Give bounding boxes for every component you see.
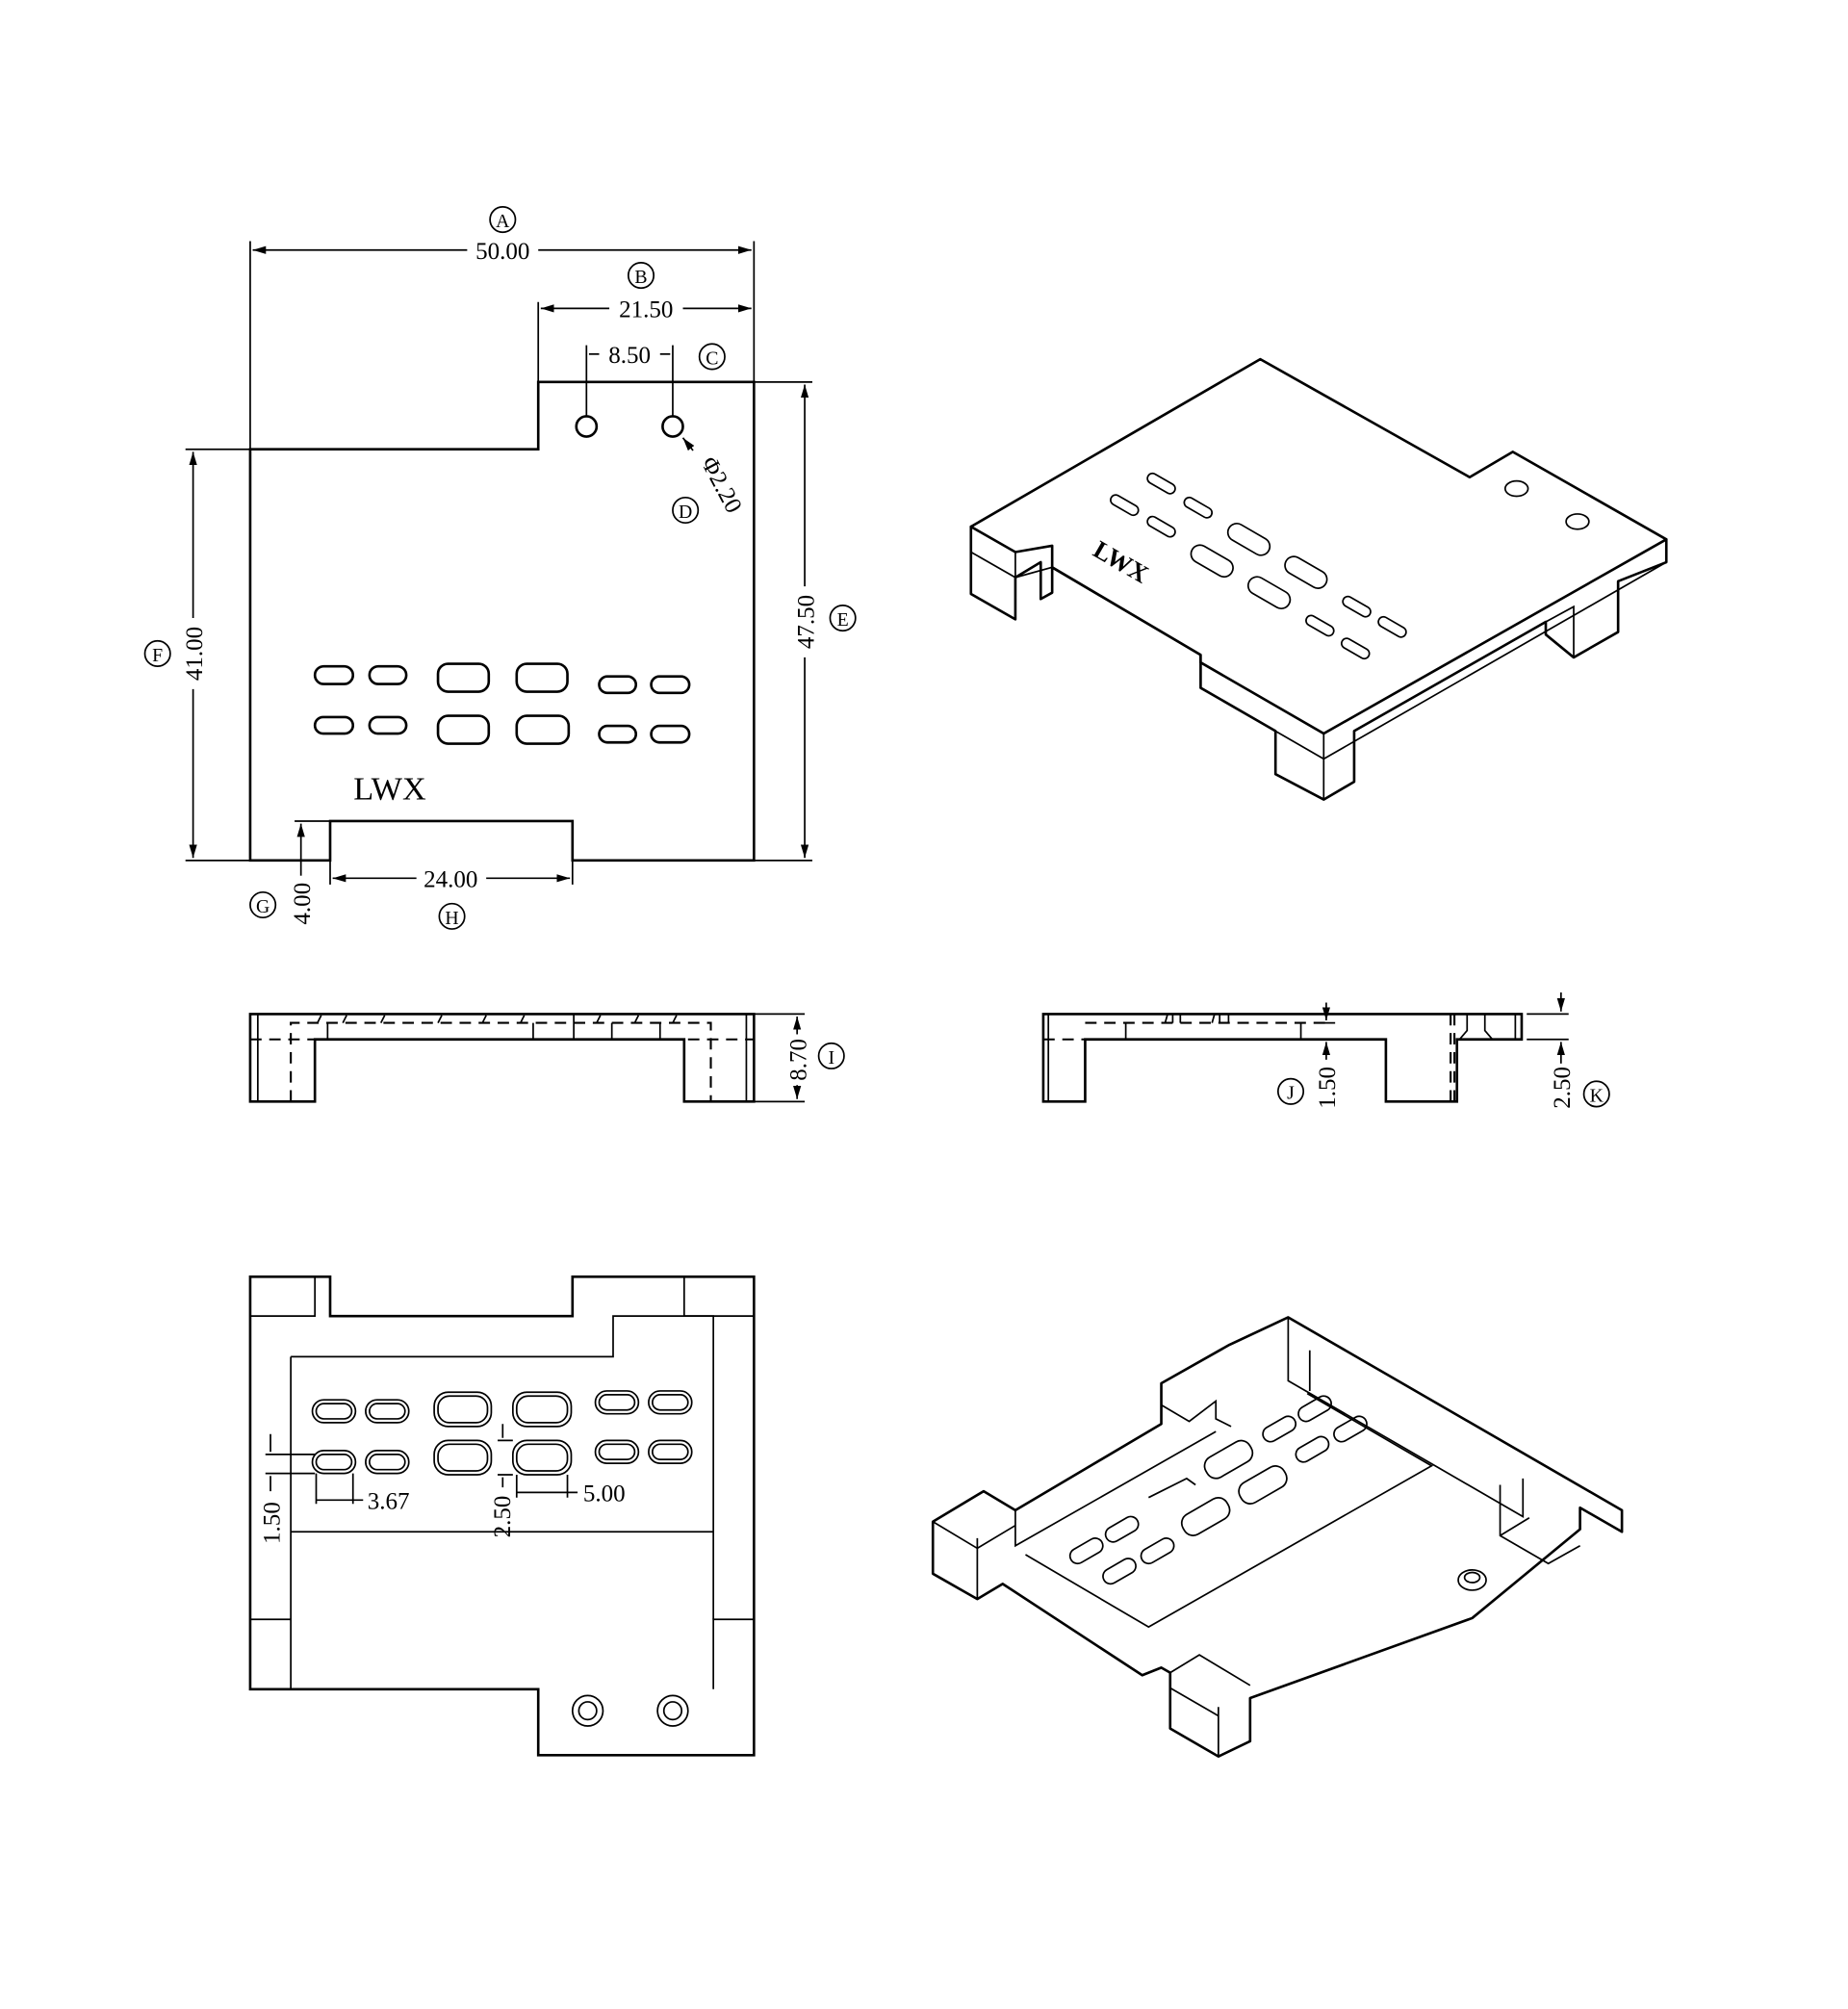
dimension-d: Φ2.20 (696, 452, 747, 518)
dimension-g: 4.00 (290, 883, 316, 925)
isometric-top-view: LWX (969, 357, 1668, 801)
bottom-dim-small-height: 1.50 (259, 1502, 285, 1544)
callout-k: K (1590, 1085, 1604, 1106)
dimension-h: 24.00 (424, 867, 477, 893)
front-view: 8.70 I (248, 1013, 845, 1103)
callout-e: E (837, 609, 849, 631)
bottom-dim-large-width: 5.00 (583, 1481, 626, 1507)
callout-c: C (706, 348, 718, 369)
dimension-k: 2.50 (1550, 1067, 1576, 1109)
lwx-marking: LWX (353, 771, 426, 808)
iso-bottom-slots (1068, 1395, 1368, 1585)
mounting-hole (575, 415, 599, 438)
callout-d: D (679, 502, 692, 523)
iso-slots (1110, 472, 1407, 660)
dimension-a: 50.00 (475, 239, 529, 265)
dimension-b: 21.50 (619, 297, 673, 323)
dimension-f: 41.00 (182, 627, 208, 681)
dimension-j: 1.50 (1315, 1067, 1341, 1109)
dimension-c: 8.50 (608, 343, 651, 369)
top-view: LWX 50.00 A 21.50 B 8.50 C Φ2.20 D 47.50… (143, 206, 857, 930)
bottom-dim-large-height: 2.50 (490, 1496, 516, 1538)
callout-b: B (634, 267, 647, 288)
callout-a: A (496, 211, 510, 232)
mounting-hole (661, 415, 684, 438)
isometric-bottom-view (931, 1316, 1624, 1758)
dimension-e: 47.50 (793, 595, 819, 649)
slot-array-bottom (311, 1390, 693, 1476)
side-view: 1.50 J 2.50 K (1041, 992, 1610, 1109)
callout-i: I (828, 1047, 834, 1069)
callout-g: G (256, 896, 270, 917)
callout-j: J (1287, 1083, 1295, 1104)
bottom-view: 3.67 1.50 5.00 2.50 (248, 1275, 756, 1757)
callout-h: H (445, 908, 458, 929)
slot-array (313, 662, 691, 745)
top-view-outline (248, 380, 756, 863)
callout-f: F (152, 645, 163, 666)
bottom-dim-small-width: 3.67 (368, 1489, 410, 1515)
dimension-i: 8.70 (785, 1039, 811, 1081)
